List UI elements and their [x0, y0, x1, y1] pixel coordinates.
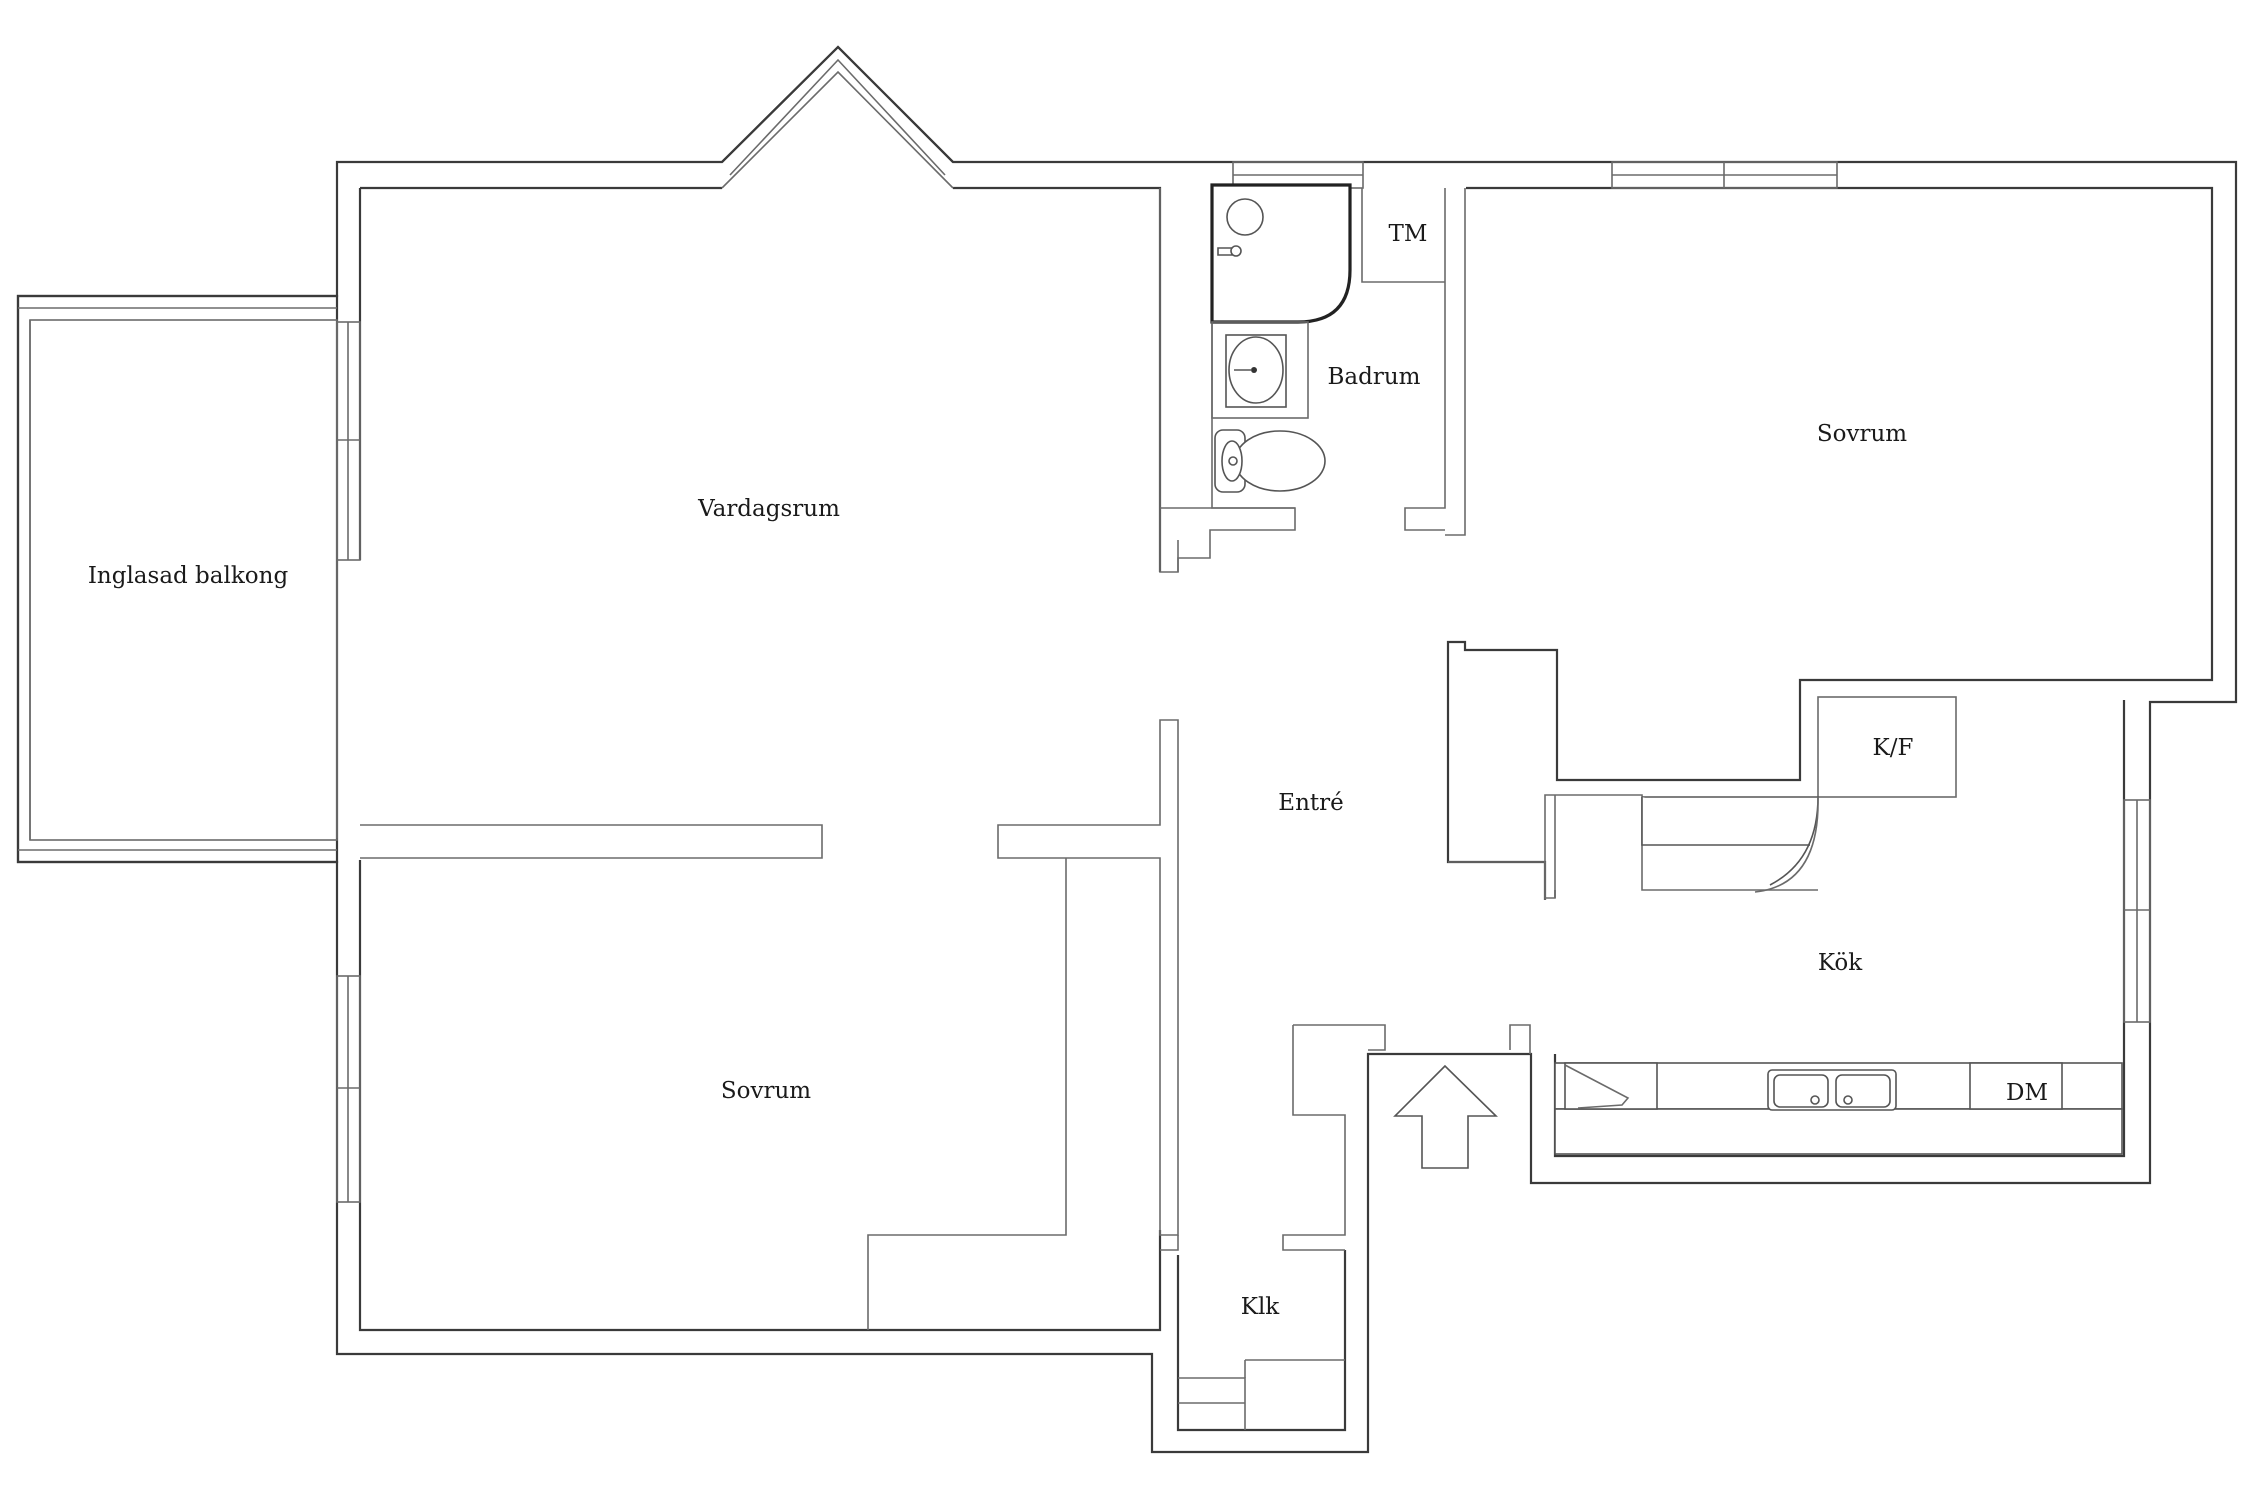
bathroom-fixtures [1210, 183, 1352, 493]
label-entre: Entré [1278, 790, 1344, 816]
label-dm: DM [2006, 1080, 2048, 1106]
arrow-up-icon [1393, 1064, 1498, 1169]
balcony [16, 294, 361, 1203]
label-klk: Klk [1240, 1294, 1280, 1320]
double-sink-icon [1767, 1069, 1897, 1111]
drain-icon [1226, 198, 1264, 236]
label-sovrum-west: Sovrum [720, 1078, 812, 1104]
label-kok: Kök [1817, 950, 1863, 976]
label-badrum: Badrum [1327, 364, 1421, 390]
label-tm: TM [1388, 221, 1428, 247]
label-sovrum-east: Sovrum [1816, 421, 1908, 447]
label-kf: K/F [1872, 735, 1914, 761]
kitchen-fixtures [1554, 796, 2123, 1155]
toilet-icon [1214, 429, 1326, 493]
label-balkong: Inglasad balkong [87, 563, 289, 589]
label-vardagsrum: Vardagsrum [698, 496, 840, 522]
